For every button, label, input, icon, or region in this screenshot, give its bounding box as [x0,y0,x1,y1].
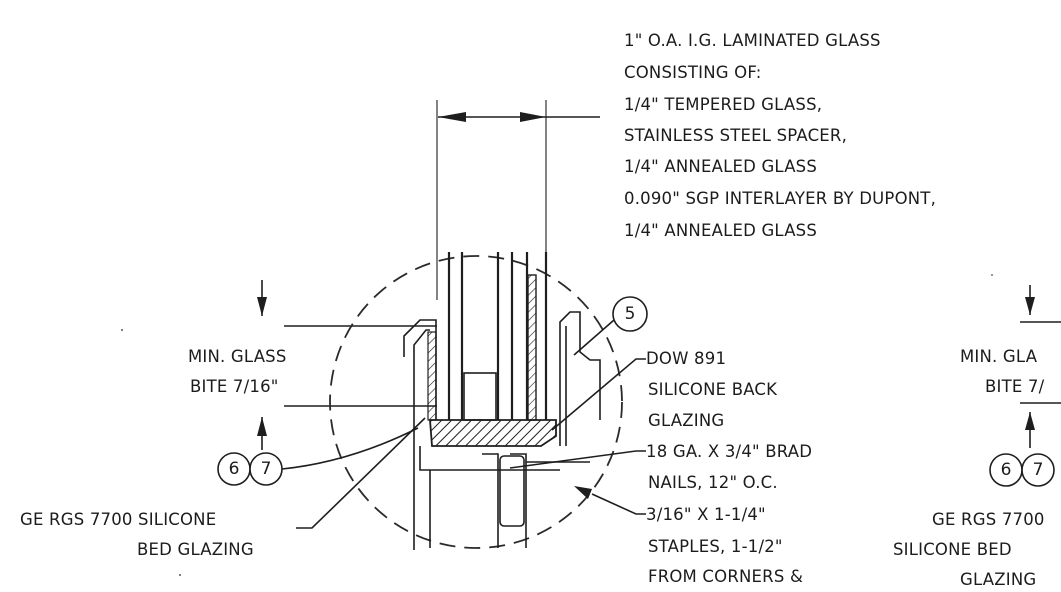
glazing-assembly [403,252,601,550]
left-bed-glazing-line-2: BED GLAZING [137,540,254,559]
right-bite-dimension [1020,285,1061,448]
bubble-7-right-label: 7 [1033,460,1044,480]
right-note-line-6: 3/16" X 1-1/4" [646,505,766,524]
back-glazing-leader [551,358,646,431]
right-note-line-2: SILICONE BACK [648,380,778,399]
left-bite-label-line-2: BITE 7/16" [190,377,279,396]
bubble-5 [612,296,648,332]
bubble-6-right-label: 6 [1001,460,1012,480]
right-bed-glazing-line-3: GLAZING [960,570,1036,589]
right-note-line-4: 18 GA. X 3/4" BRAD [646,442,812,461]
left-bed-glazing-line-1: GE RGS 7700 SILICONE [20,510,216,529]
right-bite-label-line-2: BITE 7/ [985,377,1045,396]
bubble-7-left-leader [281,427,419,470]
right-note-line-3: GLAZING [648,411,724,430]
right-note-line-5: NAILS, 12" O.C. [648,473,778,492]
left-bite-label-line-1: MIN. GLASS [188,347,287,366]
staples-leader [591,493,646,515]
bubble-5-leader [573,319,615,356]
right-bed-glazing-line-2: SILICONE BED [893,540,1012,559]
left-bite-dimension [257,280,437,450]
glass-note-line-6: 0.090" SGP INTERLAYER BY DUPONT, [624,189,936,208]
glass-note-line-5: 1/4" ANNEALED GLASS [624,157,817,176]
glass-note-line-1: 1" O.A. I.G. LAMINATED GLASS [624,31,881,50]
overall-thickness-dimension [436,100,600,300]
detail-circle [329,255,623,549]
right-note-line-1: DOW 891 [646,349,726,368]
glass-note-line-3: 1/4" TEMPERED GLASS, [624,95,822,114]
glass-note-line-7: 1/4" ANNEALED GLASS [624,221,817,240]
glass-note-line-2: CONSISTING OF: [624,63,762,82]
right-note-line-8: FROM CORNERS & [648,567,803,586]
brad-nail-leader [509,450,646,469]
bubble-7-left-label: 7 [261,459,272,479]
right-bed-glazing-line-1: GE RGS 7700 [932,510,1045,529]
bubble-6-left-label: 6 [229,459,240,479]
glass-note-line-4: STAINLESS STEEL SPACER, [624,126,847,145]
bubble-5-label: 5 [625,304,636,324]
bubble-7-right [1021,453,1055,487]
right-note-line-7: STAPLES, 1-1/2" [648,537,783,556]
left-bed-glazing-leader [296,417,426,529]
right-bite-label-line-1: MIN. GLA [960,347,1038,366]
